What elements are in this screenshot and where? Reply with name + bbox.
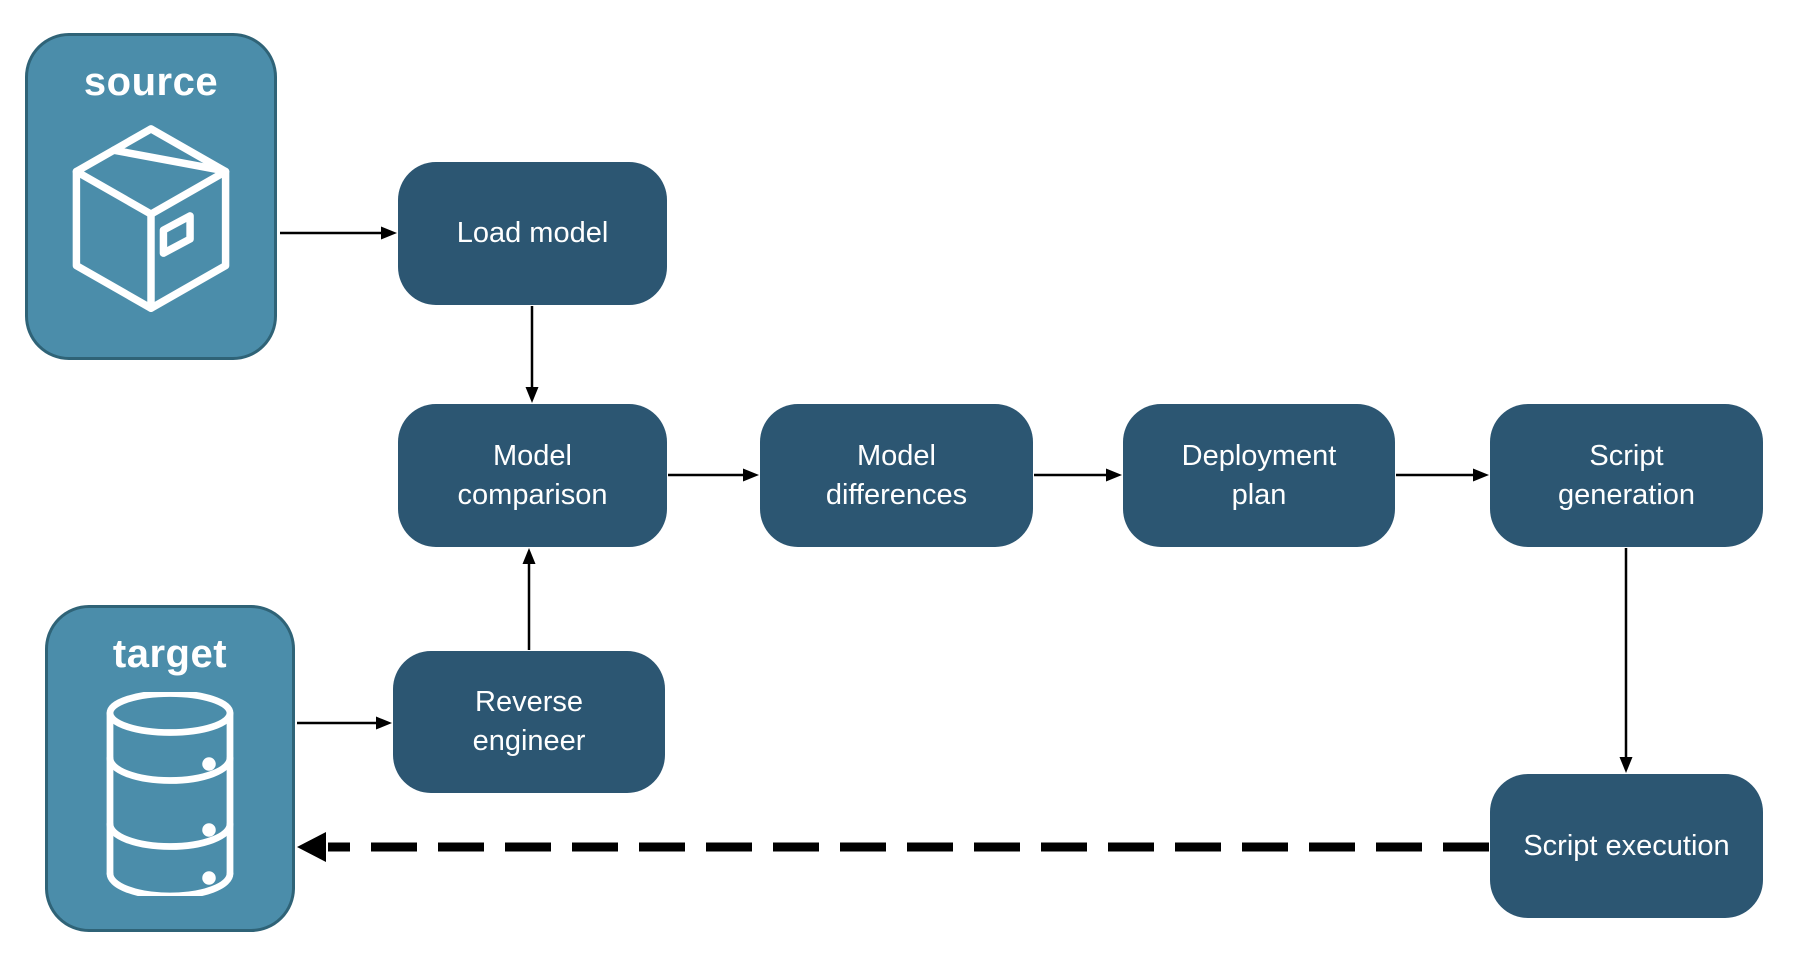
step-deployment-plan: Deployment plan [1123, 404, 1395, 547]
arrow-deployment-plan-to-script-generation [1396, 468, 1489, 482]
arrow-target-to-reverse-engineer [297, 716, 392, 730]
step-reverse-engineer: Reverse engineer [393, 651, 665, 793]
step-load-model-label: Load model [456, 217, 609, 249]
step-model-comparison-label: Model comparison [457, 439, 608, 511]
step-script-generation: Script generation [1490, 404, 1763, 547]
arrow-reverse-engineer-to-model-comparison [522, 548, 536, 650]
arrow-script-generation-to-script-execution [1619, 548, 1633, 773]
target-label: target [112, 632, 228, 676]
arrow-source-to-load-model [280, 226, 397, 240]
arrow-model-differences-to-deployment-plan [1034, 468, 1122, 482]
step-model-comparison: Model comparison [398, 404, 667, 547]
arrow-load-model-to-model-comparison [525, 306, 539, 403]
step-load-model: Load model [398, 162, 667, 305]
step-model-differences-label: Model differences [825, 439, 968, 511]
target-node: target [45, 605, 295, 932]
package-icon [72, 125, 230, 312]
dashed-arrow-script-execution-to-target [297, 832, 1489, 862]
step-deployment-plan-label: Deployment plan [1181, 439, 1337, 511]
step-script-execution: Script execution [1490, 774, 1763, 918]
step-model-differences: Model differences [760, 404, 1033, 547]
step-reverse-engineer-label: Reverse engineer [472, 686, 586, 757]
source-node: source [25, 33, 277, 360]
step-script-generation-label: Script generation [1557, 439, 1696, 511]
database-icon [106, 692, 234, 896]
step-script-execution-label: Script execution [1523, 829, 1730, 862]
source-label: source [83, 60, 219, 104]
arrow-model-comparison-to-model-differences [668, 468, 759, 482]
